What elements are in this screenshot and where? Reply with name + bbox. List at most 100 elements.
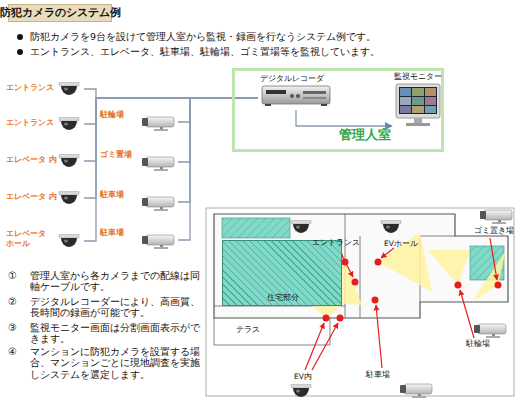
floor-plan-part [206, 208, 514, 396]
floor-plan-part [214, 214, 455, 345]
node-text: エレベータ 内 [6, 155, 60, 165]
callout-arrow-part [490, 238, 497, 280]
recorder-symbol-part [262, 86, 330, 104]
title-text: 防犯カメラのシステム例 [0, 6, 121, 20]
monitor-symbol-part [399, 87, 437, 114]
callout-number: ② [8, 296, 28, 308]
dome-camera-symbol-part [59, 82, 79, 95]
monitor-symbol-part [425, 106, 436, 113]
monitor-symbol-part [400, 106, 411, 113]
plan-camera-symbol-part [291, 384, 311, 397]
camera-node: 駐車場 [98, 190, 178, 214]
camera-position-dot-part [337, 315, 344, 322]
callout-arrow-part [460, 290, 474, 338]
monitor-symbol-part [412, 97, 424, 105]
bullet-dot [17, 34, 23, 55]
monitor-symbol-part [406, 123, 430, 126]
monitor-symbol [396, 84, 440, 126]
monitor-symbol-part [425, 97, 436, 105]
dome-camera-symbol-part [59, 191, 79, 204]
bullet-text: 防犯カメラを9台を設けて管理人室から監視・録画を行なうシステム例です。 [30, 31, 510, 42]
box-camera-symbol [142, 117, 174, 249]
bullet-text: エントランス、エレベータ、駐車場、駐輪場、ゴミ置場等を監視しています。 [30, 46, 510, 57]
recorder-symbol [262, 86, 330, 106]
plan-label: テラス [236, 325, 276, 335]
plan-camera-symbol-part [400, 384, 432, 398]
plan-label: EV内 [294, 372, 324, 381]
floor-plan-part [222, 218, 290, 238]
note-text: 管理人室から各カメラまでの配線は同軸ケーブルです。 [30, 270, 206, 293]
monitor-symbol-part [400, 88, 411, 96]
camera-position-dot-part [455, 282, 462, 289]
plan-label: 駐車場 [366, 370, 406, 379]
camera-position-dot-part [495, 282, 502, 289]
camera-view-area-part [472, 250, 506, 302]
node-text: 駐車場 [100, 228, 140, 238]
recorder-symbol-part [303, 91, 326, 94]
callout-arrow-part [312, 323, 338, 370]
title-band: 防犯カメラのシステム例 [8, 4, 112, 22]
box-camera-symbol-part [142, 235, 174, 249]
callout-arrow-part [376, 305, 382, 368]
camera-node: エレベータ 内 [4, 152, 84, 170]
node-text: エレベータ 内 [6, 192, 60, 202]
camera-node: ゴミ置場 [98, 150, 178, 174]
bullet-dot-part [17, 49, 23, 55]
node-text: 管理人室 [325, 127, 405, 143]
camera-node: エレベータ 内 [4, 189, 84, 207]
plan-label: ゴミ置き場 [474, 226, 518, 235]
cable-line [178, 98, 258, 240]
callout-number: ③ [8, 322, 28, 334]
node-text: 住宅部分 [253, 293, 313, 303]
note-text: マンションに防犯カメラを設置する場合、マンションごとに現地調査を実施しシステムを… [30, 346, 206, 380]
plan-camera-symbol-part [381, 220, 401, 233]
note-text: 監視モニター画面は分割画面表示ができます。 [30, 322, 206, 345]
node-text: ゴミ置場 [100, 150, 140, 160]
camera-position-dot-part [372, 297, 379, 304]
node-text: エントランス [6, 118, 60, 128]
floor-plan-part [214, 318, 215, 345]
monitor-symbol-part [412, 88, 424, 96]
camera-node: エレベータ ホール [4, 227, 84, 255]
note-text: デジタルレコーダーにより、高画質、長時間の録画が可能です。 [30, 296, 206, 319]
box-camera-symbol-part [142, 157, 174, 171]
box-camera-symbol-part [142, 197, 174, 211]
node-text: 駐車場 [100, 190, 140, 200]
plan-camera-symbol-part [474, 324, 506, 338]
camera-node: エントランス [4, 115, 84, 133]
cable-line [296, 110, 392, 126]
room-box: 管理人室 デジタルレコーダ 監視モニター [232, 68, 444, 152]
recorder-node: デジタルレコーダ [258, 74, 334, 110]
plan-label: 駐輪場 [466, 339, 506, 348]
camera-node: 駐車場 [98, 228, 178, 252]
dome-camera-symbol [59, 82, 79, 247]
dome-camera-symbol-part [59, 154, 79, 167]
plan-camera-symbol-part [480, 210, 512, 224]
plan-label: エントランス [312, 238, 372, 247]
monitor-node: 監視モニター [392, 68, 444, 130]
callout-arrow-part [381, 248, 394, 258]
node-text: デジタルレコーダ [260, 74, 334, 84]
recorder-symbol-part [296, 94, 300, 98]
camera-position-dot-part [323, 315, 330, 322]
node-text: エントランス [6, 83, 60, 93]
monitor-symbol-part [425, 88, 436, 96]
dome-camera-symbol-part [59, 117, 79, 130]
camera-position-dot-part [375, 259, 382, 266]
callout-number: ① [8, 270, 28, 282]
monitor-symbol-part [414, 118, 422, 123]
recorder-symbol-part [265, 104, 271, 106]
recorder-symbol-part [321, 104, 327, 106]
node-text: 駐輪場 [100, 110, 140, 120]
floor-plan [206, 208, 514, 396]
dome-camera-symbol-part [59, 234, 79, 247]
camera-node: エントランス [4, 80, 84, 98]
camera-position-dot [323, 259, 502, 322]
recorder-symbol-part [303, 97, 326, 99]
recorder-symbol-part [290, 94, 294, 98]
box-camera-symbol-part [142, 117, 174, 131]
